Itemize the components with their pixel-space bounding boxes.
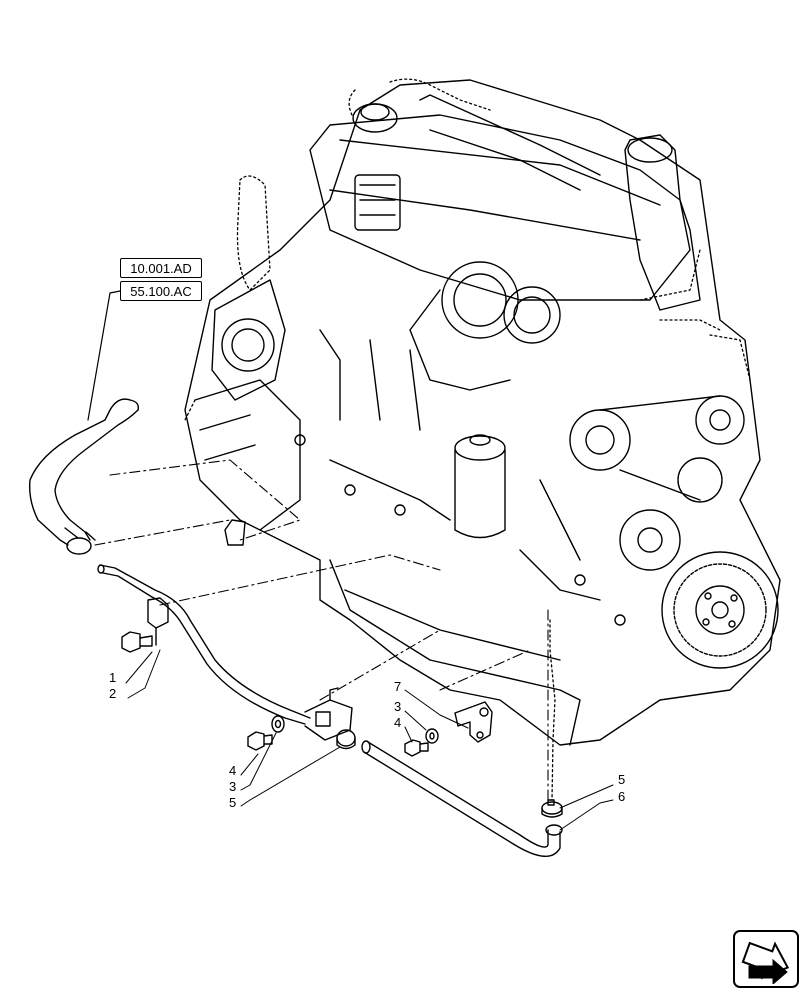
metal-pipe-2 bbox=[97, 564, 353, 741]
hose-6 bbox=[361, 740, 563, 857]
engine-assembly bbox=[184, 79, 781, 746]
reference-link-10-001-ad[interactable]: 10.001.AD bbox=[120, 258, 202, 278]
callout-2: 2 bbox=[109, 686, 117, 701]
callout-7: 7 bbox=[394, 679, 402, 694]
washer-3-middle bbox=[425, 728, 439, 744]
bolt-4-left bbox=[247, 731, 273, 751]
callout-1: 1 bbox=[109, 670, 117, 685]
reference-leader bbox=[87, 290, 121, 421]
washer-3-left bbox=[271, 715, 285, 733]
callout-3-left: 3 bbox=[229, 779, 237, 794]
bolt-4-middle bbox=[404, 739, 429, 757]
bolt-1 bbox=[121, 631, 153, 653]
callout-3-middle: 3 bbox=[394, 699, 402, 714]
bracket-7 bbox=[454, 701, 493, 743]
clamp-5-right bbox=[541, 799, 563, 818]
next-page-arrow-icon bbox=[741, 941, 790, 984]
callout-5-left: 5 bbox=[229, 795, 237, 810]
reference-link-55-100-ac[interactable]: 55.100.AC bbox=[120, 281, 202, 301]
callout-4-left: 4 bbox=[229, 763, 237, 778]
next-page-button[interactable] bbox=[733, 930, 799, 988]
callout-4-middle: 4 bbox=[394, 715, 402, 730]
assembly-leader-lines bbox=[94, 459, 549, 801]
callout-6: 6 bbox=[618, 789, 626, 804]
callout-5-right: 5 bbox=[618, 772, 626, 787]
clamp-5-left bbox=[336, 729, 356, 750]
coolant-hose-upper bbox=[28, 398, 140, 555]
reference-dotted-lines bbox=[184, 78, 751, 801]
callout-leaders bbox=[125, 649, 614, 831]
